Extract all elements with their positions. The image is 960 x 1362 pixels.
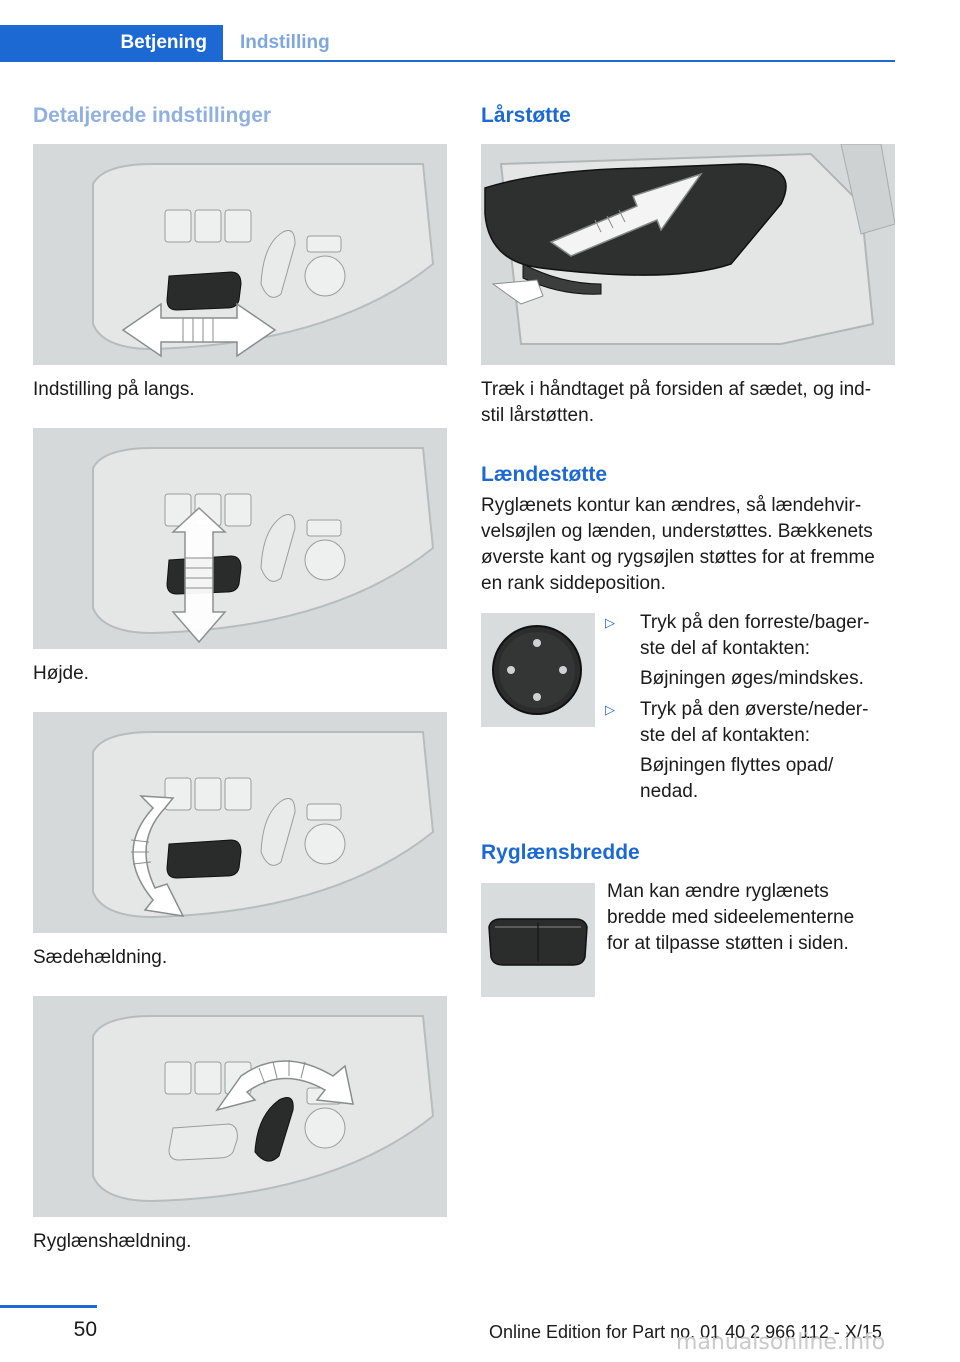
- lumbar-text-line1: Ryglænets kontur kan ændres, så lændehvi…: [481, 495, 862, 516]
- backrest-width-text-line2: bredde med sideelementerne: [607, 907, 855, 928]
- lumbar-bullet-2-line2: ste del af kontakten:: [640, 725, 811, 746]
- lumbar-bullet-2: ▷ Tryk på den øverste/neder‐ ste del af …: [605, 697, 905, 807]
- seat-tilt-figure: [33, 712, 447, 933]
- lumbar-bullet-1-sub: Bøjningen øges/mindskes.: [640, 668, 864, 689]
- header-rule: [0, 60, 895, 62]
- thigh-support-text-line2: stil lårstøtten.: [481, 405, 594, 426]
- caption-height: Højde.: [33, 663, 89, 684]
- lumbar-text-line4: en rank siddeposition.: [481, 573, 666, 594]
- backrest-width-text-line3: for at tilpasse støtten i siden.: [607, 933, 849, 954]
- seat-longitudinal-figure: [33, 144, 447, 365]
- caption-seat-tilt: Sædehældning.: [33, 947, 168, 968]
- caption-longitudinal: Indstilling på langs.: [33, 379, 195, 400]
- tab-betjening[interactable]: Betjening: [0, 25, 223, 61]
- lumbar-text-line3: øverste kant og rygsøjlen støttes for at…: [481, 547, 875, 568]
- bullet-triangle-icon: ▷: [605, 615, 615, 630]
- lumbar-switch-figure: [481, 613, 595, 727]
- watermark: manualsonline.info: [676, 1330, 886, 1355]
- header-tabs: Betjening Indstilling: [0, 25, 895, 61]
- footer-rule: [0, 1305, 97, 1308]
- thigh-support-figure: [481, 144, 895, 365]
- section-title-backrest-width: Ryglænsbredde: [481, 841, 640, 864]
- bullet-triangle-icon: ▷: [605, 702, 615, 717]
- section-title-lumbar-support: Lændestøtte: [481, 463, 607, 486]
- lumbar-text-line2: velsøjlen og lænden, understøttes. Bække…: [481, 521, 873, 542]
- seat-height-figure: [33, 428, 447, 649]
- footer-edition: Online Edition for Part no. 01 40 2 966 …: [489, 1322, 882, 1342]
- backrest-width-switch-figure: [481, 883, 595, 997]
- caption-backrest-tilt: Ryglænshældning.: [33, 1231, 192, 1252]
- lumbar-bullet-2-line1: Tryk på den øverste/neder‐: [640, 699, 869, 720]
- lumbar-bullet-2-sub-line1: Bøjningen flyttes opad/: [640, 755, 834, 776]
- lumbar-bullet-1: ▷ Tryk på den forreste/bager‐ ste del af…: [605, 610, 905, 690]
- section-title-thigh-support: Lårstøtte: [481, 104, 571, 127]
- thigh-support-text-line1: Træk i håndtaget på forsiden af sædet, o…: [481, 379, 872, 400]
- page-number: 50: [73, 1318, 97, 1341]
- lumbar-bullet-1-line1: Tryk på den forreste/bager‐: [640, 612, 870, 633]
- backrest-width-text-line1: Man kan ændre ryglænets: [607, 881, 829, 902]
- backrest-tilt-figure: [33, 996, 447, 1217]
- tab-indstilling[interactable]: Indstilling: [240, 32, 330, 53]
- lumbar-bullet-1-line2: ste del af kontakten:: [640, 638, 811, 659]
- section-title-detailed-settings: Detaljerede indstillinger: [33, 104, 272, 127]
- lumbar-bullet-2-sub-line2: nedad.: [640, 781, 699, 802]
